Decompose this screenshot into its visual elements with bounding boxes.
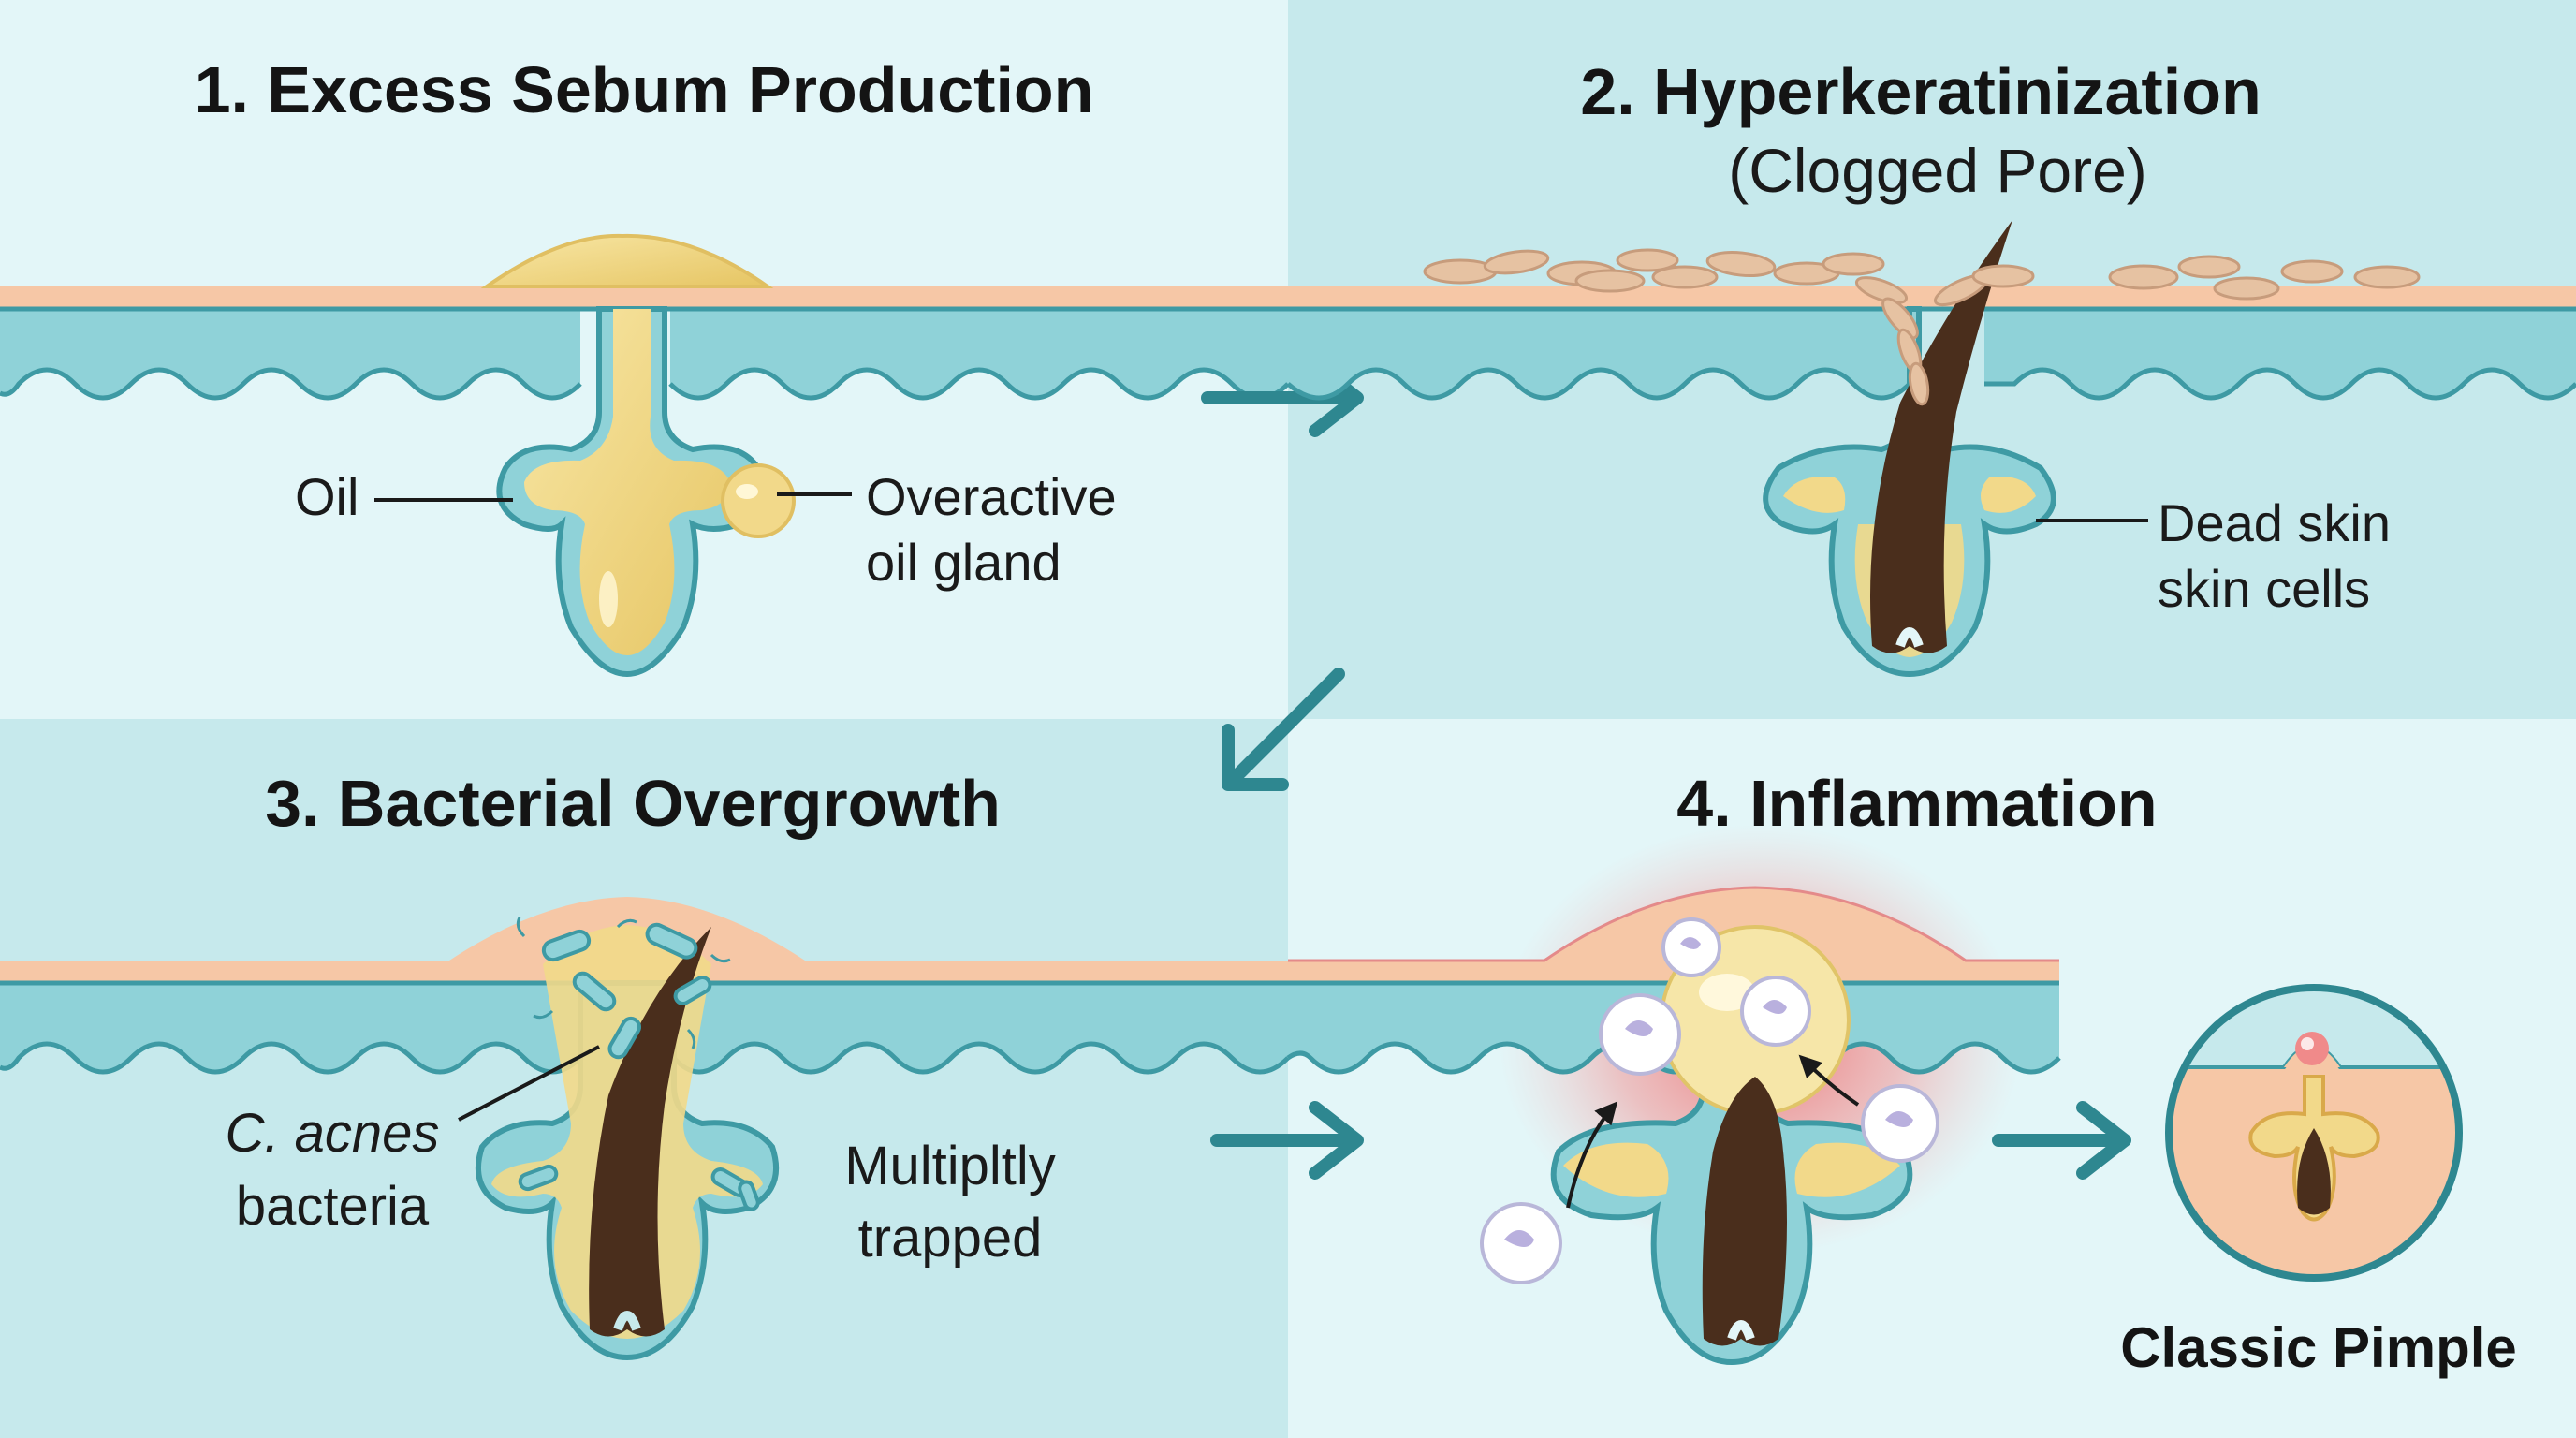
panel-1-skin [0, 233, 1290, 678]
oil-label-group: Oil [295, 467, 513, 526]
white-blood-cell-icon [1480, 917, 1939, 1284]
cacnes-label-group: C. acnes bacteria [226, 1045, 600, 1237]
classic-pimple-label: Classic Pimple [2120, 1316, 2517, 1379]
oil-label: Oil [295, 467, 359, 526]
panel-3-skin [0, 897, 1290, 1361]
panel-2-subtitle: (Clogged Pore) [1728, 136, 2147, 205]
dead-skin-label-line1: Dead skin [2158, 493, 2391, 552]
panel-2-title: 2. Hyperkeratinization [1580, 55, 2261, 128]
panel-4-title: 4. Inflammation [1676, 767, 2157, 840]
arrow-right-icon-2 [1210, 1101, 1364, 1180]
cacnes-label-line2: bacteria [236, 1176, 430, 1237]
dead-skin-label-line2: skin cells [2158, 559, 2370, 618]
panel-1-title: 1. Excess Sebum Production [195, 53, 1094, 126]
multiply-label-line1: Multipltly [844, 1136, 1056, 1196]
multiply-label-line2: trapped [858, 1208, 1043, 1269]
classic-pimple-inset [2165, 984, 2463, 1282]
overactive-gland-label-line2: oil gland [866, 533, 1061, 592]
bacteria-icon [518, 922, 760, 1211]
arrow-down-left-icon [1222, 668, 1345, 791]
panel-3-title: 3. Bacterial Overgrowth [265, 767, 1001, 840]
cacnes-label-line1: C. acnes [226, 1103, 440, 1164]
dead-skin-label-group: Dead skin skin cells [2036, 493, 2391, 618]
overactive-gland-label-line1: Overactive [866, 467, 1117, 526]
panel-2-skin [1286, 220, 2576, 678]
multiply-label-group: Multipltly trapped [844, 1136, 1056, 1269]
arrow-right-icon-3 [1992, 1101, 2131, 1180]
panel-4-skin [1286, 824, 2061, 1366]
overactive-gland-label-group: Overactive oil gland [777, 467, 1117, 592]
